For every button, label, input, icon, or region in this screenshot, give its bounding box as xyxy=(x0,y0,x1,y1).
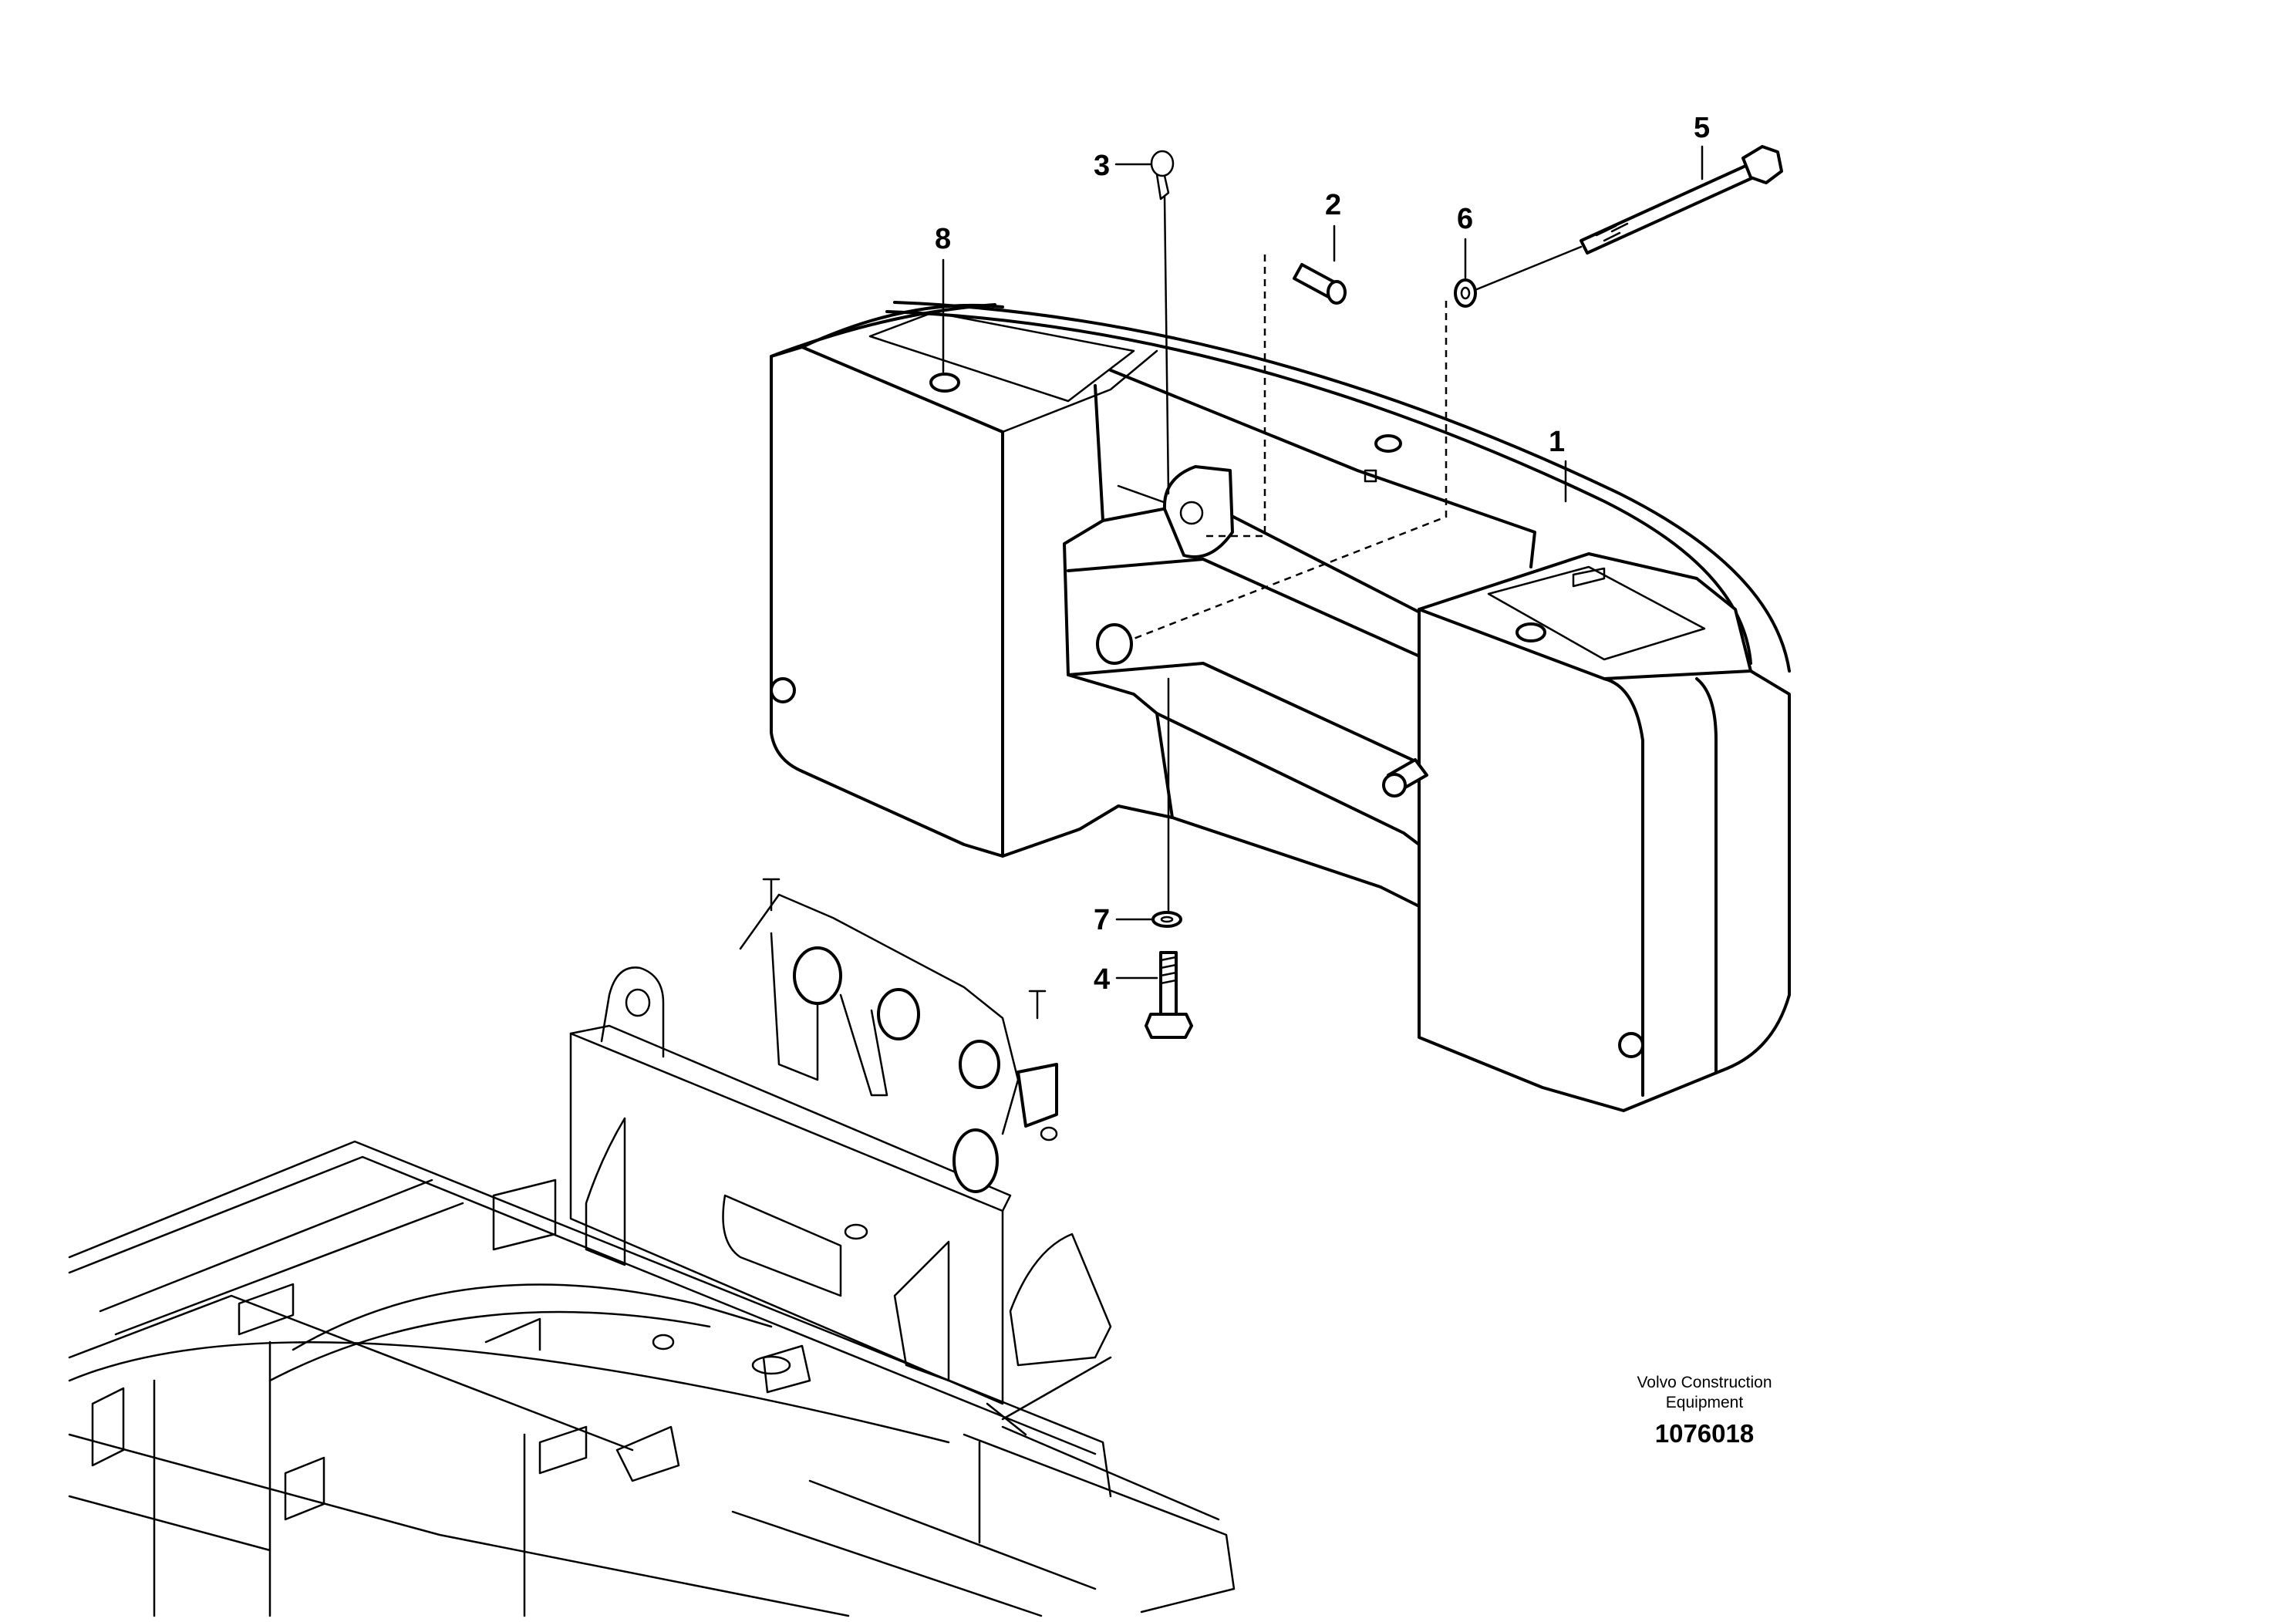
counterweight xyxy=(770,301,1791,1112)
svg-text:1: 1 xyxy=(1549,426,1565,458)
washer-part-6 xyxy=(1454,278,1477,308)
callout-3: 3 xyxy=(1094,150,1152,182)
lynch-clip-part-3 xyxy=(1150,150,1175,201)
bolt-part-4 xyxy=(1145,951,1193,1039)
machine-frame xyxy=(68,878,1236,1617)
callout-7: 7 xyxy=(1094,904,1154,936)
company-name-line1: Volvo Construction xyxy=(1637,1374,1772,1391)
callout-4: 4 xyxy=(1094,963,1158,996)
callout-1: 1 xyxy=(1549,426,1567,503)
centerline-bolt xyxy=(1475,245,1583,291)
pin-part-2 xyxy=(1293,263,1347,305)
callout-8: 8 xyxy=(935,223,951,373)
svg-text:6: 6 xyxy=(1457,203,1473,235)
svg-text:7: 7 xyxy=(1094,904,1110,936)
callout-5: 5 xyxy=(1694,112,1710,180)
centerline-pin xyxy=(1203,255,1266,538)
centerline-clip xyxy=(1163,195,1170,495)
svg-text:4: 4 xyxy=(1094,963,1110,996)
washer-part-7 xyxy=(1151,911,1182,928)
long-bolt-part-5 xyxy=(1580,145,1783,255)
svg-text:8: 8 xyxy=(935,223,951,255)
centerline-bolt-dashed xyxy=(1129,301,1448,642)
svg-text:5: 5 xyxy=(1694,112,1710,144)
callout-6: 6 xyxy=(1457,203,1473,279)
callout-2: 2 xyxy=(1325,189,1341,262)
company-name-line2: Equipment xyxy=(1665,1394,1744,1411)
svg-text:2: 2 xyxy=(1325,189,1341,221)
drawing-credit: Volvo Construction Equipment 1076018 xyxy=(1573,1373,1836,1448)
drawing-number: 1076018 xyxy=(1654,1419,1755,1448)
svg-text:3: 3 xyxy=(1094,150,1110,182)
